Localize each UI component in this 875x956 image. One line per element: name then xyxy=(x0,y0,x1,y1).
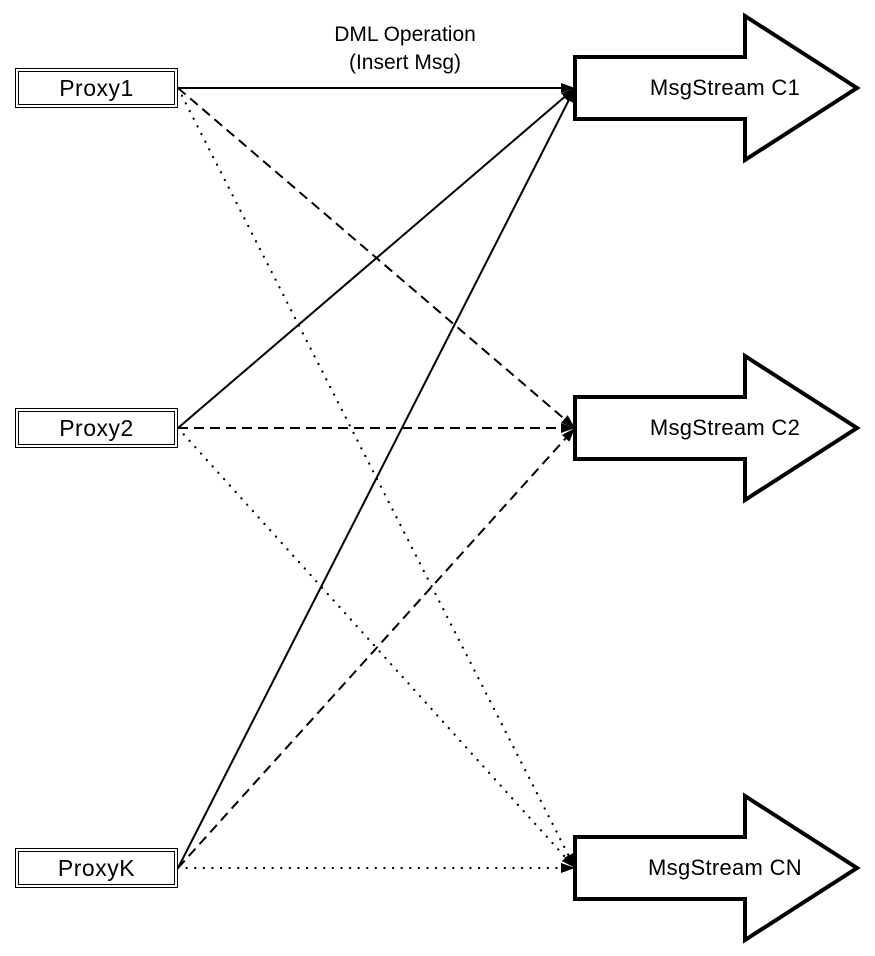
proxy1-node: Proxy1 xyxy=(15,68,178,108)
proxyk-node: ProxyK xyxy=(15,848,178,888)
msgstream-c2-label: MsgStream C2 xyxy=(649,415,801,440)
proxy1-label: Proxy1 xyxy=(59,74,134,101)
msgstream-c1-label: MsgStream C1 xyxy=(649,75,801,100)
edge-proxy1-to-cn xyxy=(176,86,577,870)
dml-operation-annotation: DML Operation (Insert Msg) xyxy=(255,21,555,77)
msgstream-c1-arrow xyxy=(573,12,861,164)
proxy2-label: Proxy2 xyxy=(59,414,134,441)
edge-proxy1-to-c2 xyxy=(177,87,576,429)
msgstream-cn-label: MsgStream CN xyxy=(648,855,802,880)
dml-operation-annotation-line1: DML Operation xyxy=(334,23,476,46)
msgstream-c2-arrow xyxy=(573,352,861,504)
msgstream-cn-arrow xyxy=(573,792,861,944)
dml-operation-annotation-line2: (Insert Msg) xyxy=(348,51,461,74)
proxyk-label: ProxyK xyxy=(57,854,136,881)
proxy2-node: Proxy2 xyxy=(15,408,178,448)
edge-proxyk-to-c2 xyxy=(177,427,576,869)
